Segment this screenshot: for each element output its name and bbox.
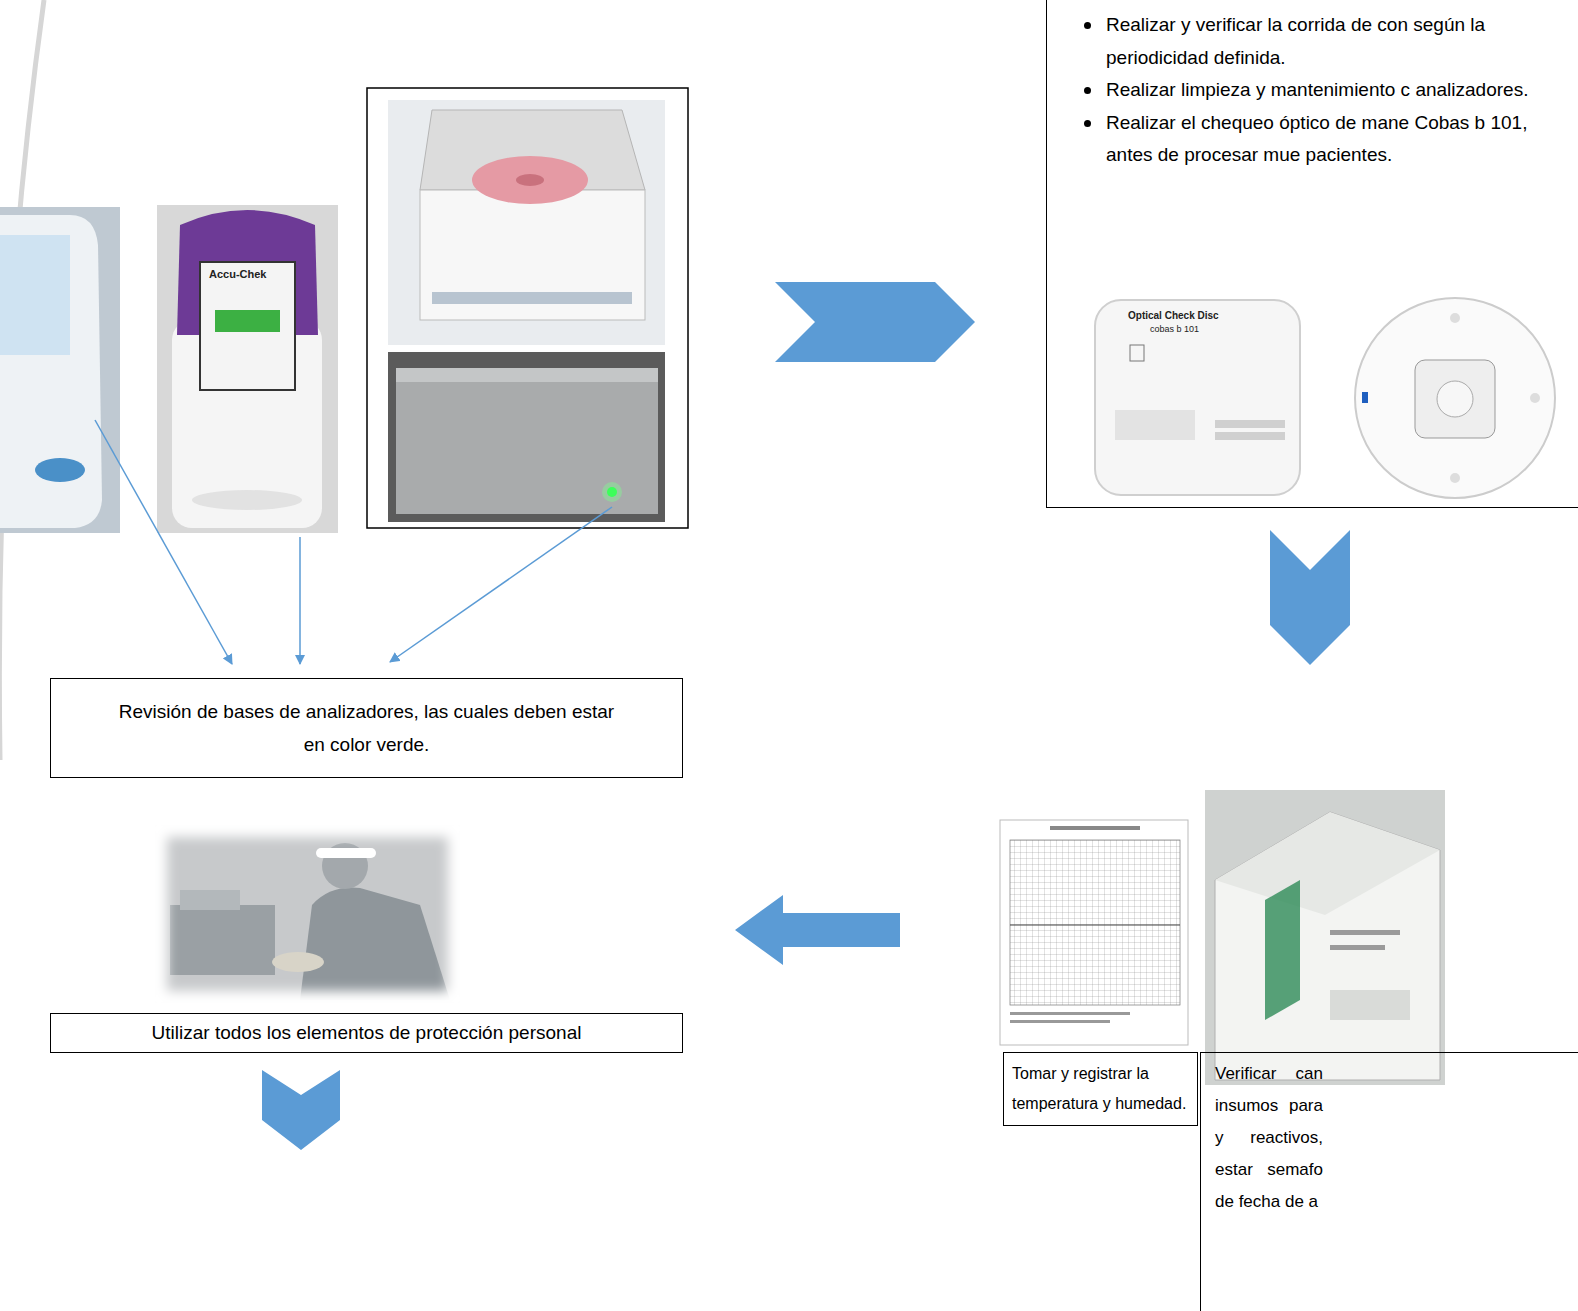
register-form-image (1010, 925, 1180, 926)
optical-check-disc-photo (1355, 298, 1555, 498)
accu-chek-photo (192, 490, 302, 510)
analyzer-photo-frame (396, 368, 658, 514)
flow-arrow (775, 282, 975, 362)
analyzer-photo-frame (472, 156, 588, 204)
register-form-image (1010, 1012, 1130, 1015)
process-box: Utilizar todos los elementos de protecci… (50, 1013, 683, 1053)
leader-line (299, 537, 301, 664)
register-form-image (1010, 840, 1180, 1005)
glucometer-photo (0, 235, 70, 355)
box-text: Realizar y verificar la corrida de con s… (1106, 9, 1561, 74)
leader-line (95, 420, 232, 664)
register-form-image (1050, 826, 1140, 830)
accu-chek-photo (157, 205, 338, 533)
reagent-box-photo (1215, 812, 1440, 915)
ppe-photo (155, 825, 460, 1003)
analyzer-photo-frame (388, 352, 665, 522)
accu-chek-photo (157, 205, 338, 533)
box-text: Utilizar todos los elementos de protecci… (65, 1020, 668, 1046)
box-text: Verificar can insumos para y reactivos, … (1215, 1058, 1323, 1218)
ppe-photo (155, 825, 460, 1003)
reagent-box-photo (1215, 812, 1440, 1080)
accu-chek-photo (215, 310, 280, 332)
reagent-box-photo (1205, 790, 1445, 1085)
box-text: Realizar el chequeo óptico de mane Cobas… (1106, 107, 1561, 172)
ppe-photo (272, 952, 324, 972)
register-form-image (1000, 820, 1188, 1045)
ppe-photo (180, 890, 240, 910)
leader-line (390, 507, 612, 662)
analyzer-photo-frame (388, 100, 665, 345)
ppe-photo (300, 888, 450, 1000)
process-box: Verificar can insumos para y reactivos, … (1200, 1052, 1578, 1311)
glucometer-photo (0, 207, 120, 533)
optical-check-disc-photo (1437, 381, 1473, 417)
analyzer-photo-frame (607, 487, 617, 497)
glucometer-photo (35, 458, 85, 482)
analyzer-photo-frame (396, 368, 658, 382)
analyzer-photo-frame (367, 88, 688, 528)
optical-check-disc-photo (1215, 420, 1285, 428)
accu-chek-photo (177, 210, 318, 335)
glucometer-photo (0, 215, 102, 528)
process-box: Realizar y verificar la corrida de con s… (1046, 0, 1578, 508)
reagent-box-photo (1265, 880, 1300, 1020)
analyzer-photo-frame (420, 110, 645, 190)
accu-chek-photo (200, 262, 295, 390)
photo-label: Accu-Chek (209, 268, 266, 280)
box-text: Realizar limpieza y mantenimiento c anal… (1106, 74, 1561, 107)
reagent-box-photo (1330, 945, 1385, 950)
box-text: Revisión de bases de analizadores, las c… (112, 695, 622, 761)
ppe-photo (155, 825, 460, 1003)
box-text: Tomar y registrar la temperatura y humed… (1012, 1059, 1189, 1119)
flow-arrow-tail (262, 1070, 340, 1150)
reagent-box-photo (1205, 790, 1445, 1085)
optical-check-disc-photo (1115, 410, 1195, 440)
flow-arrow (1270, 530, 1350, 665)
leader-line (95, 420, 612, 664)
flow-arrow (735, 895, 900, 965)
optical-check-disc-photo (1450, 473, 1460, 483)
photo-label: Optical Check Disc (1128, 310, 1219, 321)
reagent-box-photo (1330, 990, 1410, 1020)
photo-label: cobas b 101 (1150, 324, 1199, 334)
ppe-photo (170, 905, 275, 975)
optical-check-disc-photo (1415, 360, 1495, 438)
analyzer-photo-frame (432, 292, 632, 304)
optical-check-disc-photo (1130, 345, 1144, 361)
flow-arrow-tail (262, 1070, 340, 1150)
reagent-box-photo (1330, 930, 1400, 935)
optical-check-disc-photo (1215, 432, 1285, 440)
register-form-image (1010, 1020, 1110, 1023)
process-box: Revisión de bases de analizadores, las c… (50, 678, 683, 778)
optical-check-disc-photo (1530, 393, 1540, 403)
glucometer-photo (0, 207, 120, 533)
process-box: Tomar y registrar la temperatura y humed… (1003, 1052, 1198, 1126)
optical-check-disc-photo (1450, 313, 1460, 323)
optical-check-disc-photo (1095, 298, 1555, 498)
analyzer-photo-frame (420, 190, 645, 320)
optical-check-disc-photo (1362, 392, 1368, 403)
analyzer-photo-frame (602, 482, 622, 502)
analyzer-photo-frame (367, 88, 688, 528)
optical-check-disc-photo (1095, 300, 1300, 495)
ppe-photo (316, 848, 376, 858)
register-form-image (1000, 820, 1188, 1045)
analyzer-photo-frame (516, 174, 544, 186)
